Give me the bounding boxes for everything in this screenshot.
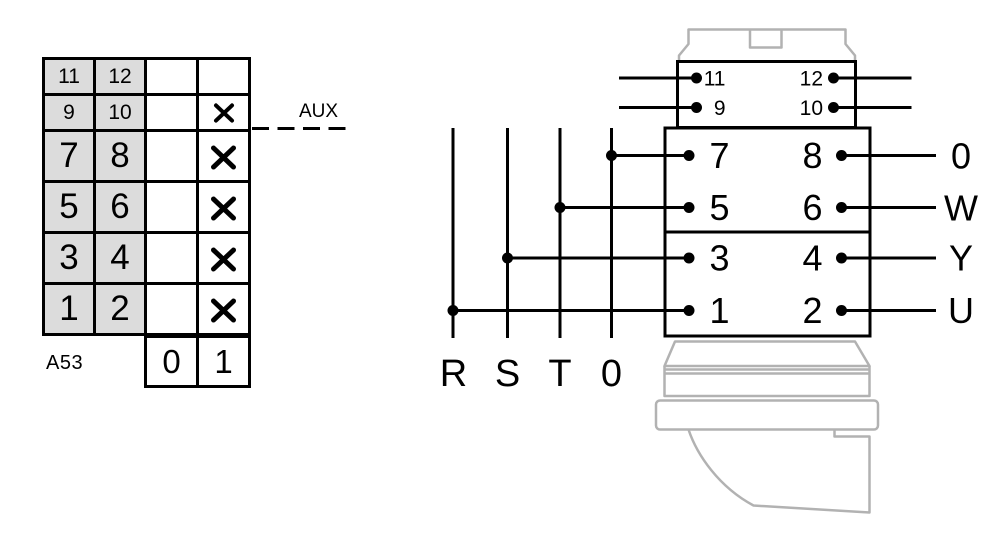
terminal-dot-6 — [836, 202, 847, 213]
terminal-cell-10: 10 — [93, 93, 147, 132]
input-label-T: T — [548, 353, 571, 395]
terminal-dot-3 — [683, 252, 695, 264]
switch-body-top — [677, 28, 857, 63]
body-neck — [663, 340, 871, 368]
x-mark — [211, 298, 236, 323]
terminal-dot-1 — [683, 305, 695, 316]
position-0-label: 0 — [144, 335, 199, 388]
terminal-dot-12 — [828, 72, 839, 84]
state-cell-1-2-pos1 — [196, 282, 251, 336]
terminal-cell-11: 11 — [42, 57, 96, 96]
position-labels-row: 0 1 — [144, 335, 251, 388]
terminal-dot-9 — [691, 102, 702, 113]
terminal-cell-9: 9 — [42, 93, 96, 132]
aux-stub-wires — [619, 76, 912, 109]
output-label-0: 0 — [951, 136, 971, 177]
junction-dot-T — [554, 202, 566, 213]
terminal-cell-3: 3 — [42, 231, 96, 285]
terminal-dot-10 — [828, 102, 839, 113]
input-lines: R S T 0 — [440, 128, 689, 395]
contact-row-7-8: 7 8 — [42, 129, 251, 183]
state-cell-5-6-pos1 — [196, 180, 251, 234]
input-label-R: R — [440, 353, 467, 395]
terminal-dot-8 — [836, 150, 847, 161]
terminal-label-6: 6 — [802, 187, 822, 228]
contact-row-1-2: 1 2 — [42, 282, 251, 336]
state-cell-11-12-pos0 — [144, 57, 199, 96]
contact-row-5-6: 5 6 — [42, 180, 251, 234]
terminal-label-11: 11 — [704, 68, 726, 91]
state-cell-7-8-pos0 — [144, 129, 199, 183]
terminal-label-9: 9 — [714, 97, 726, 120]
output-label-U: U — [948, 290, 974, 331]
state-cell-9-10-pos0 — [144, 93, 199, 132]
terminal-label-3: 3 — [709, 238, 729, 279]
output-wires: 0 W Y U — [841, 136, 978, 331]
terminal-cell-4: 4 — [93, 231, 147, 285]
body-collar — [663, 366, 871, 398]
terminal-label-7: 7 — [709, 135, 729, 176]
junction-dot-S — [502, 252, 513, 264]
body-cap-tab — [748, 29, 783, 49]
state-cell-9-10-pos1 — [196, 93, 251, 132]
terminal-label-12: 12 — [800, 68, 823, 91]
contact-state-table: 11 12 9 10 7 8 5 6 3 4 — [42, 57, 251, 336]
state-cell-11-12-pos1 — [196, 57, 251, 96]
terminal-label-2: 2 — [802, 290, 822, 331]
x-mark — [213, 103, 234, 123]
terminal-dot-5 — [683, 202, 695, 213]
input-label-S: S — [495, 353, 520, 395]
x-mark — [211, 145, 236, 170]
aux-callout: AUX — [252, 101, 346, 130]
switch-body-bottom — [654, 340, 880, 514]
terminal-label-10: 10 — [800, 97, 823, 120]
terminal-dot-7 — [683, 150, 695, 161]
terminal-cell-6: 6 — [93, 180, 147, 234]
terminal-cell-1: 1 — [42, 282, 96, 336]
body-cap-outline — [677, 28, 857, 63]
input-label-0: 0 — [601, 353, 622, 395]
contact-row-3-4: 3 4 — [42, 231, 251, 285]
body-flange — [654, 399, 880, 431]
contact-row-11-12: 11 12 — [42, 57, 251, 96]
junction-dot-0 — [606, 150, 617, 161]
terminal-dots — [683, 72, 847, 316]
contact-row-9-10: 9 10 — [42, 93, 251, 132]
terminal-cell-7: 7 — [42, 129, 96, 183]
switch-handle — [687, 429, 871, 514]
terminal-label-5: 5 — [709, 187, 729, 228]
terminal-dot-11 — [691, 72, 702, 84]
x-mark — [211, 196, 236, 221]
terminal-labels: 11 12 9 10 7 8 5 6 3 4 1 2 — [704, 68, 823, 332]
terminal-label-8: 8 — [802, 135, 822, 176]
output-label-Y: Y — [949, 238, 973, 279]
state-cell-5-6-pos0 — [144, 180, 199, 234]
model-label: A53 — [46, 352, 84, 374]
position-1-label: 1 — [196, 335, 251, 388]
terminal-dot-4 — [836, 252, 847, 264]
terminal-cell-2: 2 — [93, 282, 147, 336]
terminal-cell-8: 8 — [93, 129, 147, 183]
aux-label: AUX — [299, 101, 338, 122]
junction-dot-R — [447, 305, 459, 316]
terminal-dot-2 — [836, 305, 847, 316]
x-mark — [211, 247, 236, 272]
terminal-label-4: 4 — [802, 238, 822, 279]
terminal-label-1: 1 — [709, 290, 729, 331]
terminal-cell-5: 5 — [42, 180, 96, 234]
state-cell-3-4-pos1 — [196, 231, 251, 285]
state-cell-3-4-pos0 — [144, 231, 199, 285]
output-label-W: W — [944, 188, 978, 229]
state-cell-1-2-pos0 — [144, 282, 199, 336]
state-cell-7-8-pos1 — [196, 129, 251, 183]
terminal-cell-12: 12 — [93, 57, 147, 96]
contact-blocks — [663, 60, 872, 338]
